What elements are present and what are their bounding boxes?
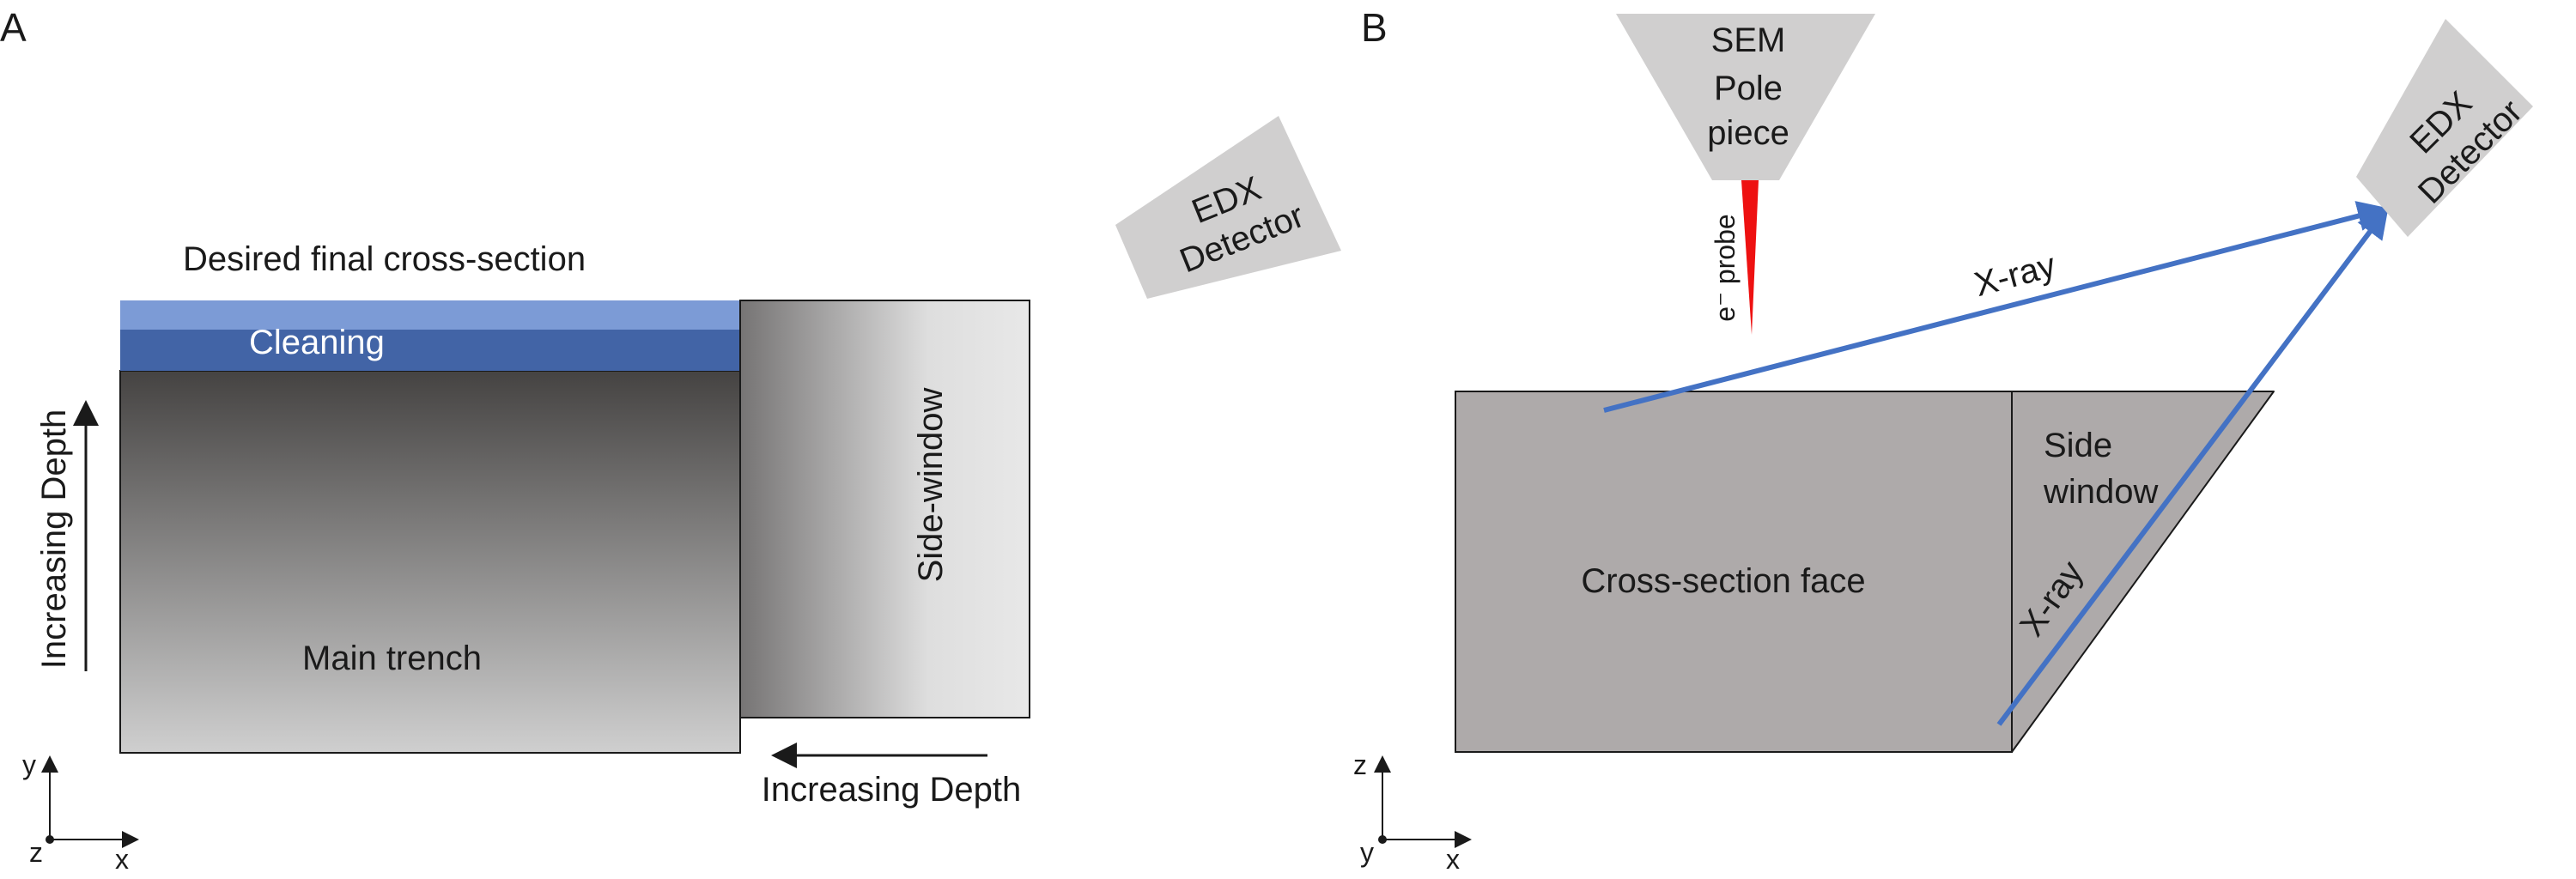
main-trench-label: Main trench <box>302 640 482 677</box>
side-window-b-line2: window <box>2043 473 2159 511</box>
axis-x-label: x <box>115 844 129 875</box>
panel-a-label: A <box>0 5 27 50</box>
sem-pole-piece-line3: piece <box>1707 114 1789 152</box>
axis-b-out-of-plane-label: y <box>1360 837 1374 868</box>
cross-section-face <box>1455 391 2013 753</box>
axis-b-horizontal-label: x <box>1446 844 1460 875</box>
axis-y-label: y <box>22 749 36 780</box>
side-window-b <box>2011 391 2275 753</box>
panel-a: A Desired final cross-section Cleaning M… <box>0 5 1341 875</box>
edx-detector-b <box>2356 19 2533 237</box>
xray-arrow-side <box>1996 207 2389 726</box>
axes-b: z x y <box>1353 749 1472 875</box>
panel-b-label: B <box>1361 5 1388 50</box>
electron-probe <box>1741 180 1759 335</box>
panel-b: B SEM Pole piece e⁻ probe Cross-section … <box>1353 5 2533 875</box>
axis-origin-dot <box>46 835 54 844</box>
desired-section-label: Desired final cross-section <box>183 240 586 278</box>
edx-detector-a <box>1115 116 1341 299</box>
side-window <box>739 300 1030 718</box>
side-window-label: Side-window <box>912 388 950 583</box>
axis-b-vertical-label: z <box>1353 749 1367 780</box>
cleaning-label: Cleaning <box>249 324 385 361</box>
cleaning-layer <box>120 330 740 371</box>
axes-a: y x z <box>22 749 139 875</box>
depth-horizontal-label: Increasing Depth <box>762 771 1021 809</box>
xray-arrow-top <box>1603 201 2389 413</box>
main-trench <box>119 370 741 754</box>
cross-section-face-label: Cross-section face <box>1581 562 1865 600</box>
axis-origin-dot-b <box>1378 835 1387 844</box>
desired-section-layer <box>120 300 740 330</box>
sem-pole-piece <box>1616 14 1875 180</box>
axis-z-label: z <box>29 837 43 868</box>
sem-pole-piece-line2: Pole <box>1714 70 1783 107</box>
side-window-b-line1: Side <box>2044 427 2112 464</box>
depth-vertical-label: Increasing Depth <box>35 409 73 669</box>
sem-pole-piece-line1: SEM <box>1711 21 1786 59</box>
probe-label: e⁻ probe <box>1710 214 1741 321</box>
